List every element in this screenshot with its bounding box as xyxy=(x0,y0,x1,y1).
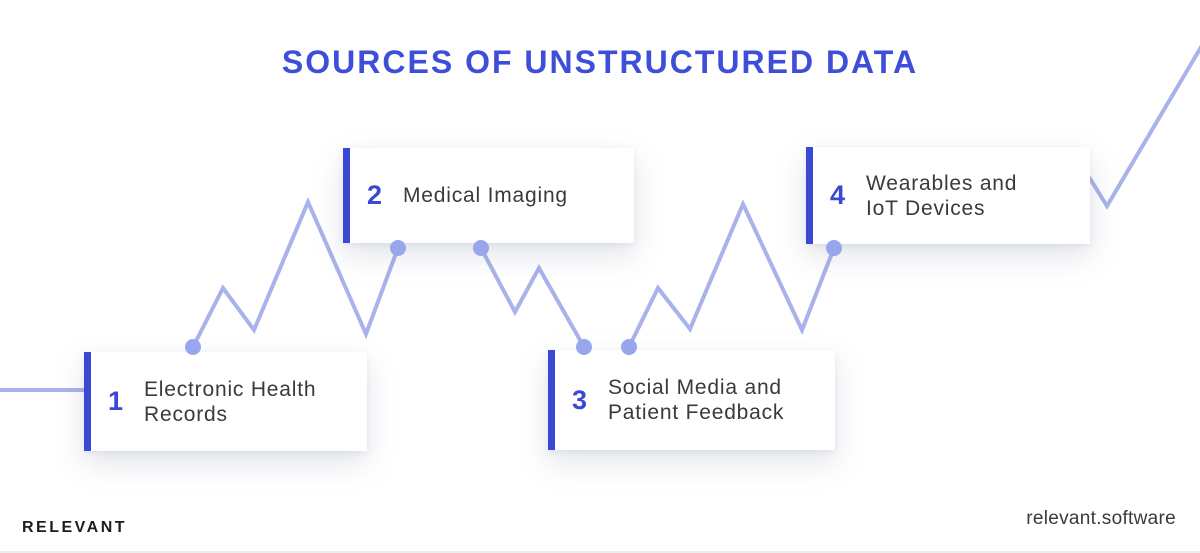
card-number: 2 xyxy=(367,180,383,210)
card-label: Wearables and IoT Devices xyxy=(866,171,1018,220)
card-accent-bar xyxy=(806,147,813,244)
card-social-media-patient-feedback: 3 Social Media and Patient Feedback xyxy=(548,350,835,450)
brand-logo: RELEVANT xyxy=(22,519,128,536)
card-label: Electronic Health Records xyxy=(144,377,317,426)
page-title: SOURCES OF UNSTRUCTURED DATA xyxy=(281,44,919,80)
card-number: 1 xyxy=(108,386,124,416)
bottom-border xyxy=(0,551,1200,553)
card-label: Social Media and Patient Feedback xyxy=(608,376,785,424)
card-number: 4 xyxy=(830,180,846,210)
website-url: relevant.software xyxy=(1026,508,1176,529)
card-electronic-health-records: 1 Electronic Health Records xyxy=(84,352,367,451)
card-wearables-iot-devices: 4 Wearables and IoT Devices xyxy=(806,147,1090,244)
card-accent-bar xyxy=(548,350,555,450)
card-medical-imaging: 2 Medical Imaging xyxy=(343,148,634,243)
card-accent-bar xyxy=(343,148,350,243)
card-label: Medical Imaging xyxy=(403,184,568,207)
card-number: 3 xyxy=(572,384,588,415)
card-accent-bar xyxy=(84,352,91,451)
